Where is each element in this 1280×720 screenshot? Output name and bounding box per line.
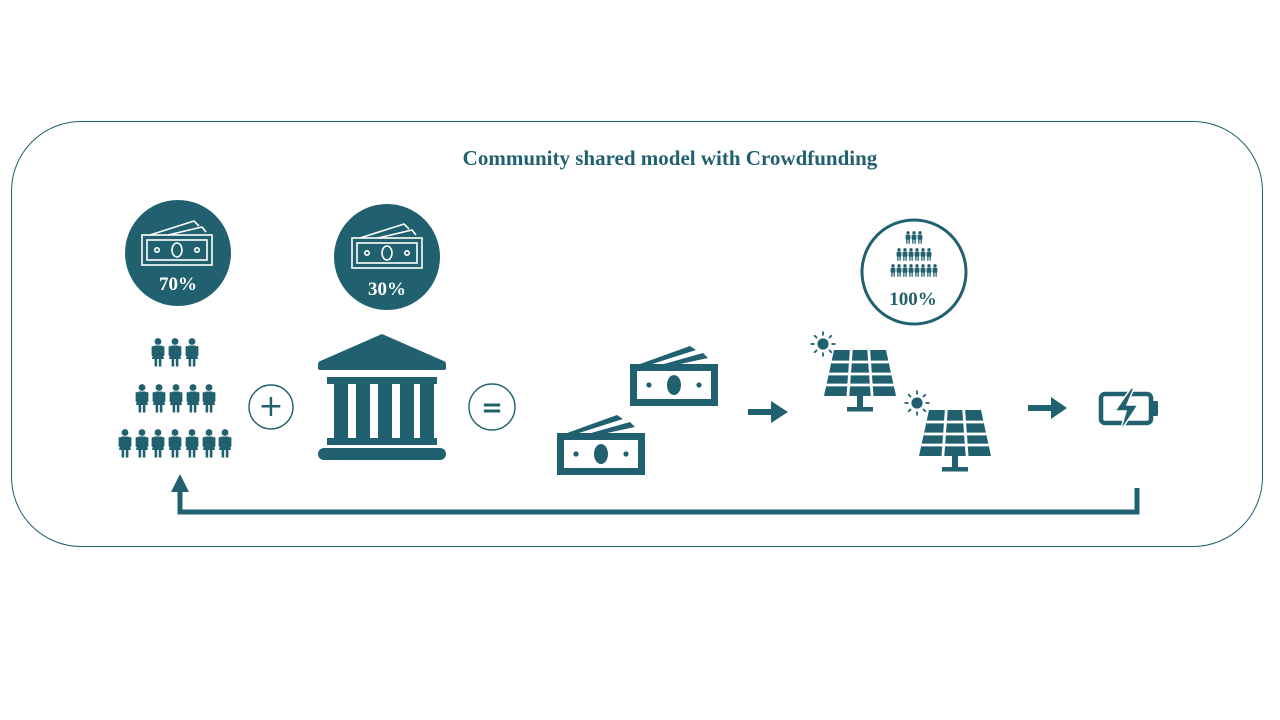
equals-sign: = (481, 393, 503, 423)
battery-charging-icon (1098, 387, 1158, 433)
plus-operator (248, 384, 294, 430)
community-share-label: 70% (159, 274, 197, 295)
community-money-badge (125, 200, 231, 306)
solar-panel-icon (917, 408, 993, 473)
plus-sign: + (258, 389, 284, 424)
arrow-right-icon (748, 401, 788, 423)
diagram-frame (11, 121, 1263, 547)
crowd-icon (118, 338, 232, 458)
bank-icon (318, 334, 446, 460)
solar-panel-icon (822, 348, 898, 413)
return-flow-arrow (171, 474, 1140, 515)
bank-share-label: 30% (368, 279, 406, 300)
banknotes-icon (557, 346, 718, 475)
equals-operator (468, 383, 516, 431)
ownership-share-label: 100% (889, 289, 937, 310)
diagram-title: Community shared model with Crowdfunding (462, 146, 878, 170)
ownership-badge (860, 218, 968, 326)
bank-money-badge (334, 204, 440, 310)
sun-icon (903, 389, 931, 417)
arrow-right-icon (1028, 397, 1067, 419)
sun-icon (809, 330, 837, 358)
